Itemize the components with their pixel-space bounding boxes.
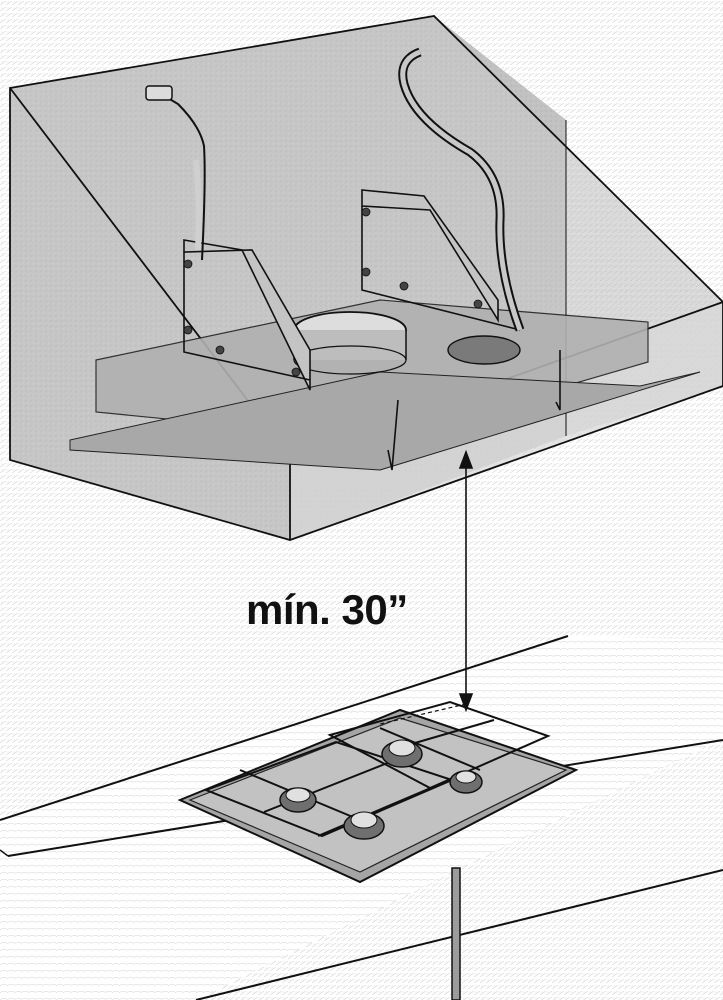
duct-collar <box>293 311 407 375</box>
cabinet-post <box>451 867 461 1000</box>
burner-front-left <box>279 787 317 813</box>
burner-back-left <box>381 739 423 768</box>
clearance-label: mín. 30” <box>246 586 408 633</box>
range-hood <box>9 15 723 541</box>
cooktop <box>177 700 579 884</box>
conduit <box>398 47 525 332</box>
clearance-dimension-line <box>379 449 474 725</box>
power-cord <box>145 85 206 261</box>
burner-back-right <box>449 770 483 794</box>
burner-front-right <box>343 811 385 840</box>
